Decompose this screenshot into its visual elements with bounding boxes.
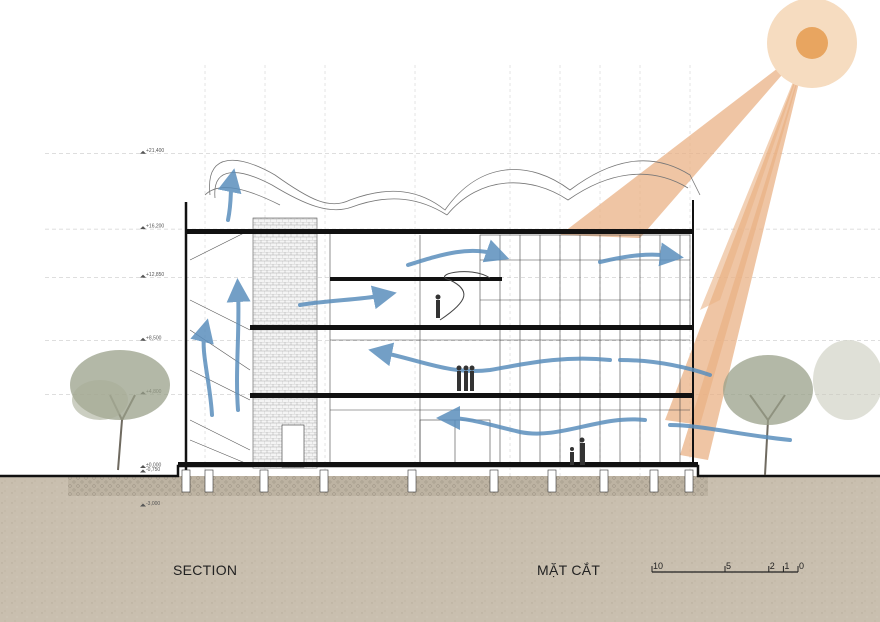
sunlight (560, 0, 857, 460)
airflow-arrows (190, 168, 792, 442)
slab-ground (178, 462, 698, 467)
level-marker-icon (140, 465, 146, 468)
slab-level-1 (250, 393, 694, 398)
spiral-stair (439, 271, 491, 321)
level-marker-icon (140, 226, 146, 230)
ground (0, 464, 880, 622)
level-marker-icon (140, 469, 146, 473)
scale-label: 10 (653, 561, 663, 571)
level-label: -3,000 (146, 501, 160, 507)
light-ray (680, 45, 808, 460)
level-label: +21,400 (146, 148, 164, 154)
light-ray (700, 45, 808, 310)
tree-right (723, 340, 880, 476)
level-label: -0,750 (146, 467, 160, 473)
stair-tower (184, 202, 251, 470)
foundations (181, 469, 694, 493)
level-label: +16,200 (146, 224, 164, 230)
scale-label: 1 (784, 561, 789, 571)
title-mat-cat: MẶT CẮT (537, 561, 600, 578)
level-label: ±0,000 (146, 463, 161, 469)
floor-slabs (178, 229, 698, 467)
tree-left (70, 350, 170, 471)
title-section: SECTION (173, 562, 237, 578)
scale-label: 5 (726, 561, 731, 571)
slab-level-2 (250, 325, 694, 330)
light-ray (560, 45, 808, 238)
scale-label: 0 (799, 561, 804, 571)
level-marker-icon (140, 150, 146, 154)
sun-icon (796, 27, 828, 59)
service-door (281, 424, 305, 468)
level-marker-icon (140, 274, 146, 278)
level-marker-icon (140, 503, 146, 507)
scale-label: 2 (770, 561, 775, 571)
level-marker-icon (140, 337, 146, 341)
level-label: +12,850 (146, 272, 164, 278)
slab-roof (186, 229, 694, 234)
level-label: +8,500 (146, 335, 162, 341)
slab-mezzanine (330, 277, 502, 281)
people-silhouettes (435, 294, 585, 465)
